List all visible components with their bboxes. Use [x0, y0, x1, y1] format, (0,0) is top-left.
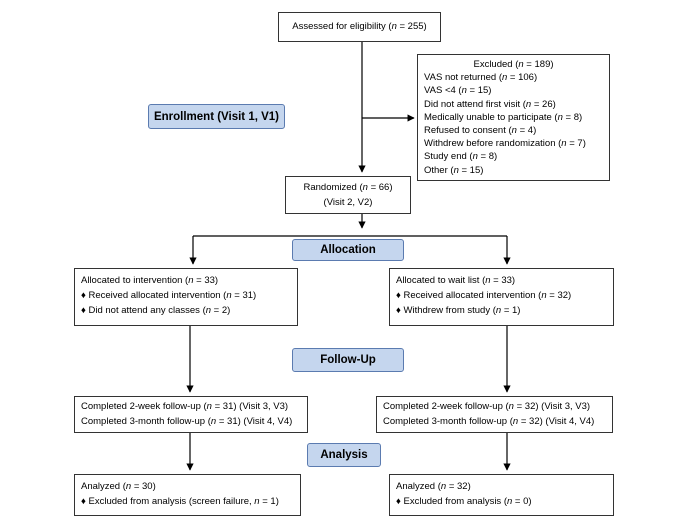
- followup-right-line1: Completed 2-week follow-up (n = 32) (Vis…: [383, 401, 591, 412]
- randomized-line1: Randomized (n = 66): [303, 182, 393, 193]
- excluded-item: Study end (n = 8): [424, 151, 498, 163]
- excluded-item: Did not attend first visit (n = 26): [424, 98, 556, 110]
- excluded-item: Medically unable to participate (n = 8): [424, 111, 583, 123]
- followup-right-box: Completed 2-week follow-up (n = 32) (Vis…: [376, 396, 613, 433]
- stage-followup: Follow-Up: [292, 348, 404, 372]
- excluded-item: Other (n = 15): [424, 164, 484, 176]
- randomized-box: Randomized (n = 66) (Visit 2, V2): [285, 176, 411, 214]
- excluded-box: Excluded (n = 189) VAS not returned (n =…: [417, 54, 610, 181]
- alloc-waitlist-box: Allocated to wait list (n = 33) ♦ Receiv…: [389, 268, 614, 326]
- stage-enrollment: Enrollment (Visit 1, V1): [148, 104, 285, 129]
- assessed-text: Assessed for eligibility (n = 255): [292, 21, 427, 32]
- assessed-box: Assessed for eligibility (n = 255): [278, 12, 441, 42]
- alloc-right-item: ♦ Received allocated intervention (n = 3…: [396, 290, 572, 301]
- followup-left-line2: Completed 3-month follow-up (n = 31) (Vi…: [81, 415, 293, 427]
- excluded-item: VAS <4 (n = 15): [424, 85, 492, 97]
- followup-left-box: Completed 2-week follow-up (n = 31) (Vis…: [74, 396, 308, 433]
- followup-right-line2: Completed 3-month follow-up (n = 32) (Vi…: [383, 415, 595, 427]
- stage-analysis: Analysis: [307, 443, 381, 467]
- analysis-right-item: ♦ Excluded from analysis (n = 0): [396, 495, 532, 507]
- excluded-title: Excluded (n = 189): [473, 59, 554, 70]
- excluded-item: Withdrew before randomization (n = 7): [424, 138, 586, 150]
- alloc-right-title: Allocated to wait list (n = 33): [396, 275, 516, 286]
- alloc-left-item: ♦ Received allocated intervention (n = 3…: [81, 290, 257, 301]
- alloc-left-item: ♦ Did not attend any classes (n = 2): [81, 305, 231, 316]
- analysis-left-item: ♦ Excluded from analysis (screen failure…: [81, 495, 279, 507]
- excluded-item: VAS not returned (n = 106): [424, 72, 538, 84]
- randomized-line2: (Visit 2, V2): [323, 196, 373, 208]
- excluded-item: Refused to consent (n = 4): [424, 125, 537, 137]
- alloc-intervention-box: Allocated to intervention (n = 33) ♦ Rec…: [74, 268, 298, 326]
- analysis-right-box: Analyzed (n = 32) ♦ Excluded from analys…: [389, 474, 614, 516]
- alloc-right-item: ♦ Withdrew from study (n = 1): [396, 305, 521, 316]
- diamond-bullet-icon: ♦: [396, 495, 401, 507]
- diamond-bullet-icon: ♦: [396, 290, 401, 301]
- alloc-left-title: Allocated to intervention (n = 33): [81, 275, 219, 286]
- analysis-left-line1: Analyzed (n = 30): [81, 481, 156, 492]
- diamond-bullet-icon: ♦: [396, 305, 401, 316]
- stage-allocation: Allocation: [292, 239, 404, 261]
- diamond-bullet-icon: ♦: [81, 305, 86, 316]
- analysis-right-line1: Analyzed (n = 32): [396, 481, 471, 492]
- diamond-bullet-icon: ♦: [81, 495, 86, 507]
- followup-left-line1: Completed 2-week follow-up (n = 31) (Vis…: [81, 401, 289, 412]
- analysis-left-box: Analyzed (n = 30) ♦ Excluded from analys…: [74, 474, 301, 516]
- diamond-bullet-icon: ♦: [81, 290, 86, 301]
